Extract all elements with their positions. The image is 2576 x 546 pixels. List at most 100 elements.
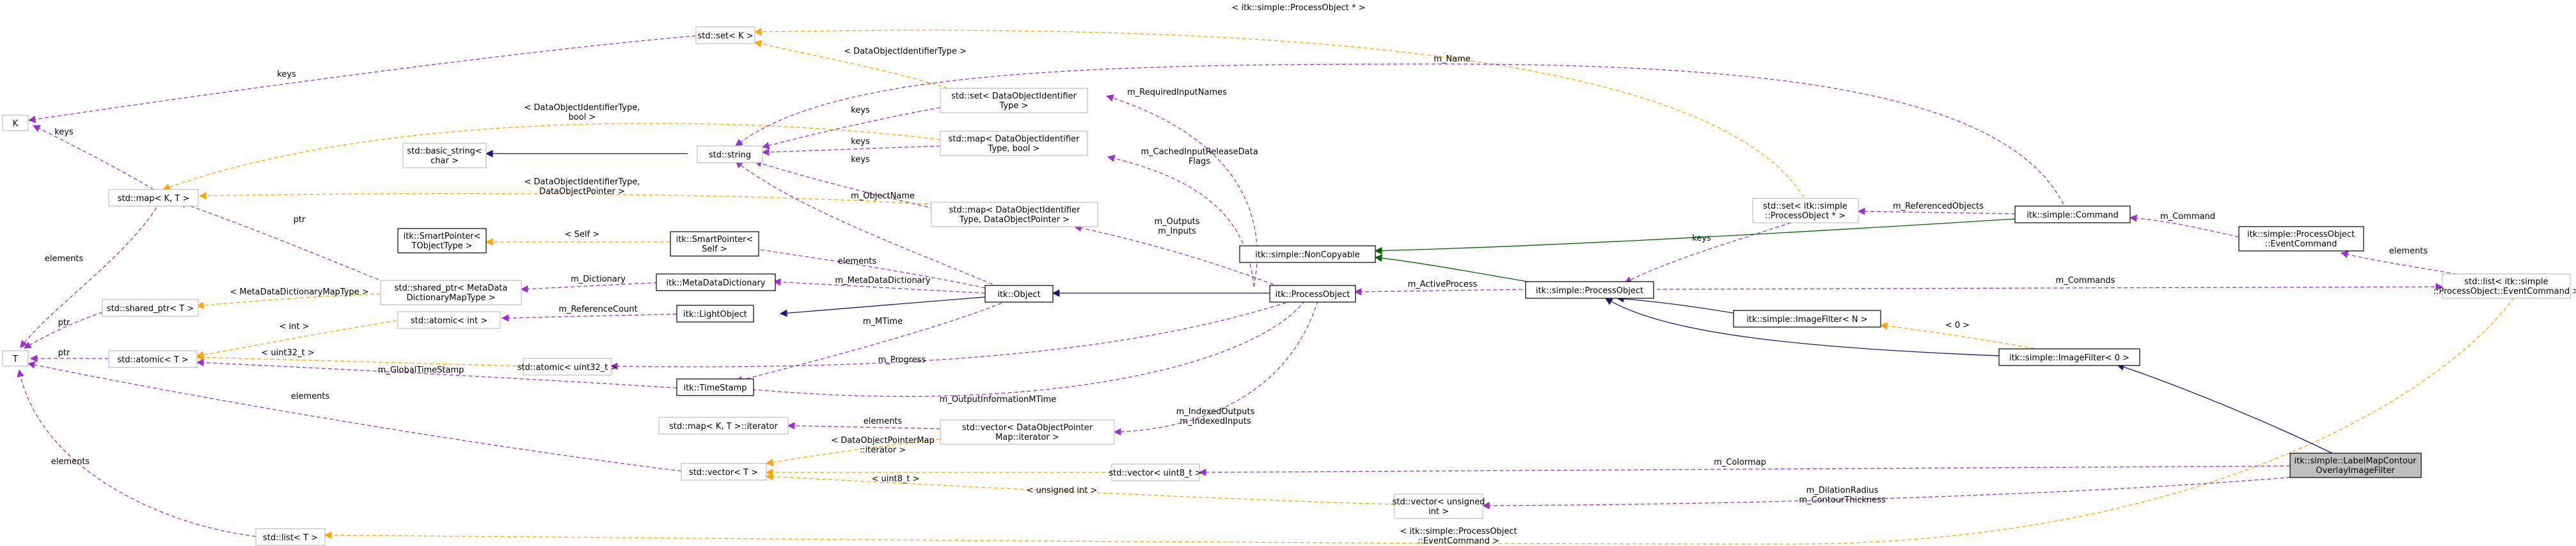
edge-mapdobool-string: keys xyxy=(761,137,941,156)
edge-object-timestamp: m_MTime xyxy=(734,300,1008,384)
svg-text:< uint8_t >: < uint8_t > xyxy=(871,474,919,484)
svg-text:itk::MetaDataDictionary: itk::MetaDataDictionary xyxy=(667,278,766,288)
svg-text:ptr: ptr xyxy=(294,215,306,225)
node-vector-uint8[interactable]: std::vector< uint8_t > xyxy=(1109,463,1202,481)
node-object[interactable]: itk::Object xyxy=(984,285,1054,303)
svg-text:itk::SmartPointer<: itk::SmartPointer< xyxy=(404,232,481,241)
svg-text:m_ObjectName: m_ObjectName xyxy=(851,191,915,201)
node-string[interactable]: std::string xyxy=(697,145,763,163)
node-map-iterator[interactable]: std::map< K, T >::iterator xyxy=(658,417,789,435)
svg-text:< unsigned int >: < unsigned int > xyxy=(1027,486,1098,495)
node-K[interactable]: K xyxy=(2,115,29,131)
edge-listT-T: elements xyxy=(17,369,257,537)
edge-smartself-smartT: < Self > xyxy=(485,230,670,246)
node-set-dataobj[interactable]: std::set< DataObjectIdentifier Type > xyxy=(940,88,1088,113)
svg-text:std::set< itk::simple: std::set< itk::simple xyxy=(1763,202,1847,211)
svg-text:itk::simple::Command: itk::simple::Command xyxy=(2027,211,2118,220)
node-atomic-T[interactable]: std::atomic< T > xyxy=(108,350,198,368)
node-set-simple-po[interactable]: std::set< itk::simple ::ProcessObject * … xyxy=(1752,198,1859,223)
svg-text:m_MetaDataDictionary: m_MetaDataDictionary xyxy=(835,276,930,285)
edge-po-setdo: m_RequiredInputNames xyxy=(1105,88,1258,287)
svg-text:m_Command: m_Command xyxy=(2160,212,2215,221)
node-imagefilter-0[interactable]: itk::simple::ImageFilter< 0 > xyxy=(1998,348,2140,366)
svg-text:int >: int > xyxy=(1428,507,1449,517)
node-atomic-int[interactable]: std::atomic< int > xyxy=(397,311,501,329)
node-simple-processobject[interactable]: itk::simple::ProcessObject xyxy=(1525,281,1654,299)
svg-text:std::map< K, T >::iterator: std::map< K, T >::iterator xyxy=(669,422,778,431)
svg-text:m_OutputInformationMTime: m_OutputInformationMTime xyxy=(940,395,1057,405)
svg-text:std::vector< DataObjectPointer: std::vector< DataObjectPointer xyxy=(962,423,1093,433)
node-atomic-uint32[interactable]: std::atomic< uint32_t > xyxy=(518,358,618,376)
svg-text:Type, bool >: Type, bool > xyxy=(988,144,1040,154)
node-map-K-T[interactable]: std::map< K, T > xyxy=(108,189,199,207)
node-processobject[interactable]: itk::ProcessObject xyxy=(1269,285,1356,303)
svg-text:Self >: Self > xyxy=(702,245,727,254)
node-imagefilter-N[interactable]: itk::simple::ImageFilter< N > xyxy=(1733,310,1881,328)
node-set-K[interactable]: std::set< K > xyxy=(695,26,755,44)
svg-text:< DataObjectIdentifierType,boo: < DataObjectIdentifierType,bool > xyxy=(525,103,640,122)
edge-vecunsigned-vectorT: < unsigned int > xyxy=(765,472,1395,505)
edge-po-timestamp: m_OutputInformationMTime xyxy=(734,300,1306,405)
node-smartpointer-T[interactable]: itk::SmartPointer< TObjectType > xyxy=(397,228,487,253)
node-shared-ptr-meta[interactable]: std::shared_ptr< MetaData DictionaryMapT… xyxy=(380,280,522,305)
node-smartpointer-self[interactable]: itk::SmartPointer< Self > xyxy=(670,231,759,257)
node-map-dataobj-ptr[interactable]: std::map< DataObjectIdentifier Type, Dat… xyxy=(931,202,1098,227)
node-metadatadictionary[interactable]: itk::MetaDataDictionary xyxy=(656,273,776,291)
svg-text:< itk::simple::ProcessObject *: < itk::simple::ProcessObject * > xyxy=(1231,3,1365,13)
node-eventcommand[interactable]: itk::simple::ProcessObject ::EventComman… xyxy=(2238,226,2364,252)
edge-eventcmd-command: m_Command xyxy=(2129,212,2240,237)
svg-text:itk::simple::NonCopyable: itk::simple::NonCopyable xyxy=(1255,250,1359,260)
svg-text:m_Dictionary: m_Dictionary xyxy=(571,275,626,284)
svg-text:elements: elements xyxy=(864,417,903,426)
edge-setdo-setK: < DataObjectIdentifierType > xyxy=(754,40,967,93)
svg-text:m_Name: m_Name xyxy=(1434,54,1471,64)
svg-text:m_ReferenceCount: m_ReferenceCount xyxy=(558,305,637,314)
edge-vecuint8-vectorT: < uint8_t > xyxy=(765,469,1112,484)
svg-text:m_ActiveProcess: m_ActiveProcess xyxy=(1408,280,1478,289)
svg-text:m_Commands: m_Commands xyxy=(2056,276,2115,285)
edge-simplepo-po: m_ActiveProcess xyxy=(1354,280,1529,296)
edge-mapKT-K: keys xyxy=(32,125,154,190)
edge-light-atomicint: m_ReferenceCount xyxy=(501,305,697,322)
svg-text:itk::Object: itk::Object xyxy=(997,290,1040,300)
edge-if0-simplepo xyxy=(1604,298,2038,358)
svg-text:std::shared_ptr< MetaData: std::shared_ptr< MetaData xyxy=(395,284,508,293)
node-vector-dataobj-iter[interactable]: std::vector< DataObjectPointer Map::iter… xyxy=(940,419,1115,445)
node-command[interactable]: itk::simple::Command xyxy=(2014,205,2131,223)
edge-setpo-simplepo: keys xyxy=(1624,222,1792,284)
node-timestamp[interactable]: itk::TimeStamp xyxy=(676,378,754,396)
node-vector-unsigned[interactable]: std::vector< unsigned int > xyxy=(1393,494,1485,519)
svg-text:std::set< DataObjectIdentifier: std::set< DataObjectIdentifier xyxy=(951,92,1077,101)
edge-vectorT-T: elements xyxy=(27,361,682,472)
svg-text:< DataObjectPointerMap::iterat: < DataObjectPointerMap::iterator > xyxy=(831,436,934,455)
edge-vecdoiter-vectorT: < DataObjectPointerMap::iterator > xyxy=(765,436,947,466)
node-T[interactable]: T xyxy=(2,350,29,367)
edge-listec-listT: < itk::simple::ProcessObject::EventComma… xyxy=(324,297,2515,546)
svg-text:std::basic_string<: std::basic_string< xyxy=(407,147,482,156)
svg-text:elements: elements xyxy=(45,254,84,264)
node-labelmapcontour-filter[interactable]: itk::simple::LabelMapContour OverlayImag… xyxy=(2289,453,2422,478)
edge-command-noncopyable xyxy=(1374,218,2016,255)
node-list-T[interactable]: std::list< T > xyxy=(255,528,326,546)
svg-text:K: K xyxy=(13,119,19,129)
node-map-dataobj-bool[interactable]: std::map< DataObjectIdentifier Type, boo… xyxy=(940,131,1088,156)
node-noncopyable[interactable]: itk::simple::NonCopyable xyxy=(1239,245,1376,263)
node-list-eventcommand[interactable]: std::list< itk::simple ::ProcessObject::… xyxy=(2433,273,2576,299)
node-vector-T[interactable]: std::vector< T > xyxy=(681,463,767,481)
svg-text:::ProcessObject::EventCommand: ::ProcessObject::EventCommand > xyxy=(2433,287,2576,296)
svg-text:itk::TimeStamp: itk::TimeStamp xyxy=(683,383,747,393)
svg-text:std::atomic< uint32_t >: std::atomic< uint32_t > xyxy=(518,363,618,373)
node-basic-string[interactable]: std::basic_string< char > xyxy=(402,143,487,168)
edge-atomicuint-atomicT: < uint32_t > xyxy=(196,348,524,367)
node-lightobject[interactable]: itk::LightObject xyxy=(676,305,754,323)
edge-setpo-setK: < itk::simple::ProcessObject * > xyxy=(754,3,1805,198)
node-shared-ptr-T[interactable]: std::shared_ptr< T > xyxy=(102,299,199,317)
edge-sharedmeta-sharedT: < MetaDataDictionaryMapType > xyxy=(196,287,400,309)
svg-text:itk::simple::ImageFilter< 0 >: itk::simple::ImageFilter< 0 > xyxy=(2009,353,2130,363)
svg-text:itk::ProcessObject: itk::ProcessObject xyxy=(1276,290,1350,300)
edge-labelmap-if0 xyxy=(2116,363,2348,462)
edge-mapdoptr-mapKT: < DataObjectIdentifierType,DataObjectPoi… xyxy=(198,177,941,205)
svg-text:< DataObjectIdentifierType >: < DataObjectIdentifierType > xyxy=(844,47,967,56)
